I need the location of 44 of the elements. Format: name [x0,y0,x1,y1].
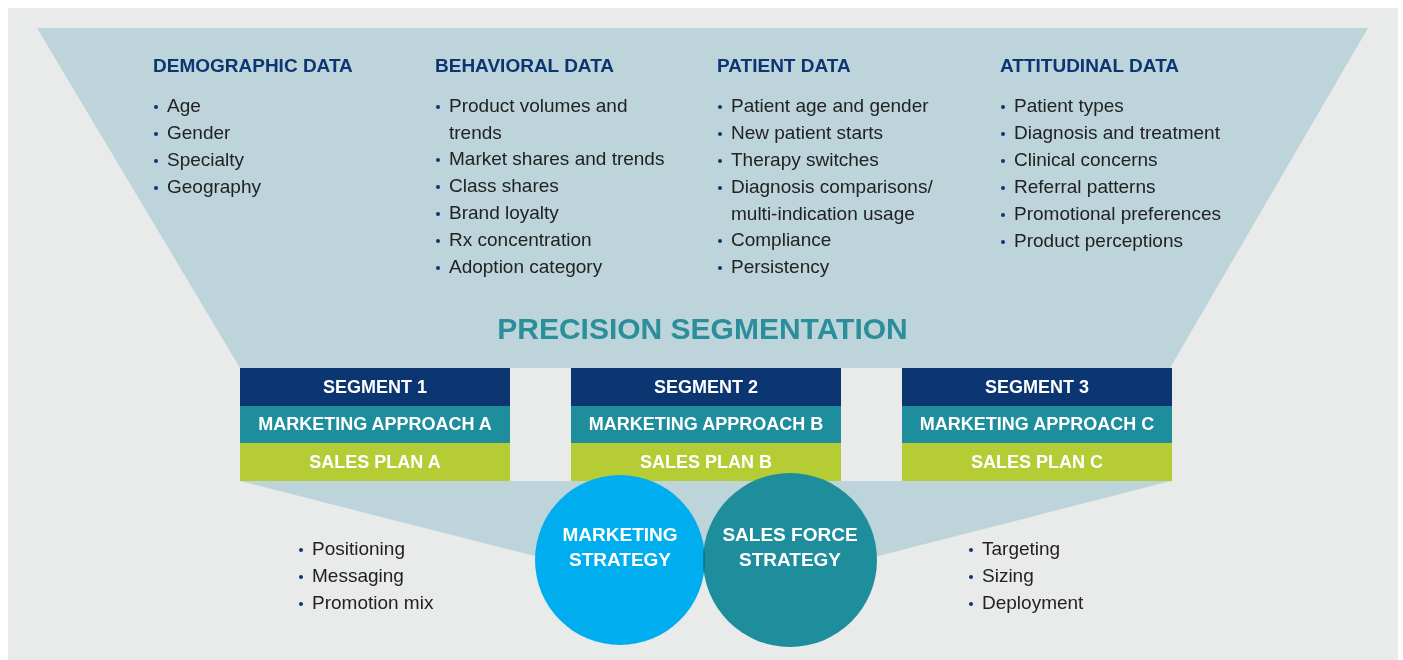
bullet-item: New patient starts [717,120,962,147]
bullet-item: Product perceptions [1000,228,1250,255]
column-heading: PATIENT DATA [717,55,851,77]
bullet-item: Adoption category [435,254,673,281]
bullet-item: Age [153,93,393,120]
column-heading: DEMOGRAPHIC DATA [153,55,353,77]
bullet-item: Positioning [298,536,498,563]
bullet-item: Promotion mix [298,590,498,617]
bullet-item: Gender [153,120,393,147]
bullet-item: Messaging [298,563,498,590]
segment-header: SEGMENT 3 [902,368,1172,406]
bullet-item: Class shares [435,173,673,200]
bullet-item: Persistency [717,254,962,281]
bullet-item: Product volumes and trends [435,93,673,146]
bullet-item: Deployment [968,590,1168,617]
bullet-item: Brand loyalty [435,200,673,227]
bullet-item: Rx concentration [435,227,673,254]
circle-label: SALES FORCE STRATEGY [721,523,859,572]
plan-band: SALES PLAN C [902,443,1172,481]
segment-header: SEGMENT 1 [240,368,510,406]
bullet-item: Specialty [153,147,393,174]
bullet-item: Compliance [717,227,962,254]
bullet-item: Sizing [968,563,1168,590]
bullet-item: Geography [153,174,393,201]
bullet-item: Market shares and trends [435,146,673,173]
approach-band: MARKETING APPROACH B [571,406,841,443]
bullet-item: Referral patterns [1000,174,1250,201]
bullet-item: Therapy switches [717,147,962,174]
bullet-item: Diagnosis and treatment [1000,120,1250,147]
approach-band: MARKETING APPROACH C [902,406,1172,443]
bullet-item: Targeting [968,536,1168,563]
plan-band: SALES PLAN B [571,443,841,481]
bullet-item: Clinical concerns [1000,147,1250,174]
column-heading: BEHAVIORAL DATA [435,55,615,77]
funnel-title: PRECISION SEGMENTATION [497,312,908,345]
bullet-item: Promotional preferences [1000,201,1250,228]
bullet-item: Patient types [1000,93,1250,120]
column-heading: ATTITUDINAL DATA [1000,55,1180,77]
plan-band: SALES PLAN A [240,443,510,481]
segment-header: SEGMENT 2 [571,368,841,406]
bullet-item: Patient age and gender [717,93,962,120]
approach-band: MARKETING APPROACH A [240,406,510,443]
bullet-item: Diagnosis comparisons/ multi-indication usage [717,174,962,227]
circle-label: MARKETING STRATEGY [561,523,679,572]
